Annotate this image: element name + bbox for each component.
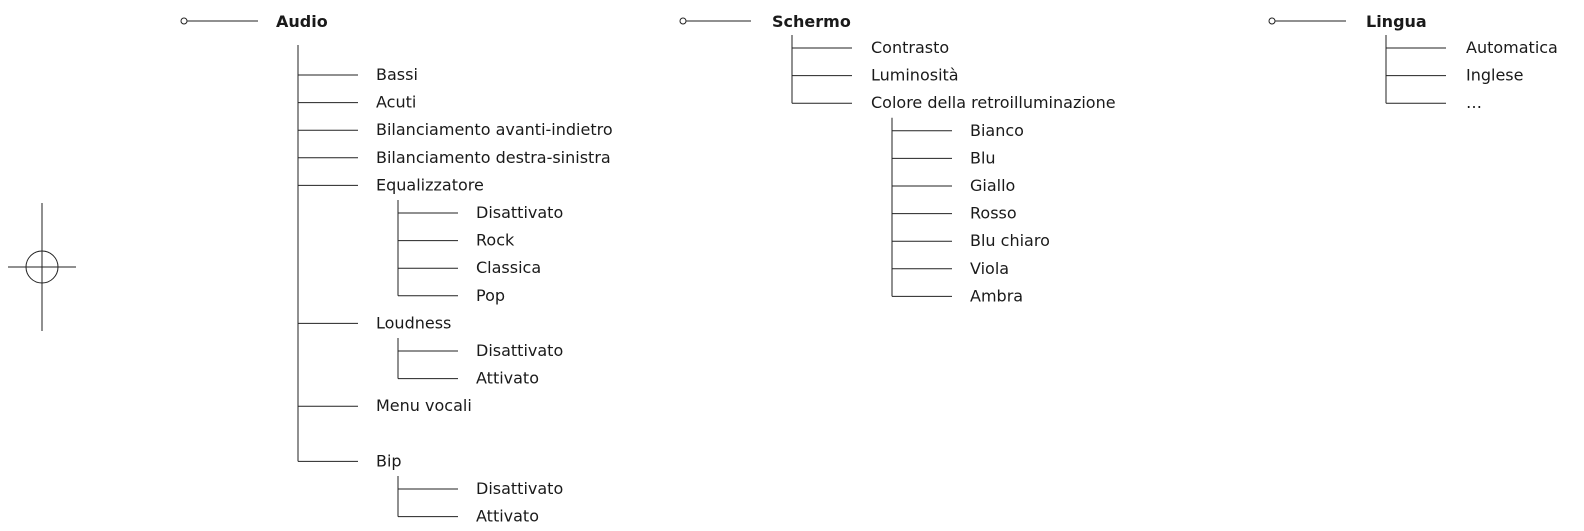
menu-item-label: Bip bbox=[376, 451, 402, 470]
menu-node-icon bbox=[1268, 17, 1276, 25]
submenu-item-label: Blu bbox=[970, 148, 996, 167]
menu-item-label: Acuti bbox=[376, 93, 416, 112]
menu-item-label: Luminosità bbox=[871, 66, 959, 85]
menu-node-icon bbox=[679, 17, 687, 25]
menu-title-audio: Audio bbox=[276, 12, 328, 31]
submenu-item-label: Viola bbox=[970, 259, 1009, 278]
submenu-item-label: Giallo bbox=[970, 176, 1015, 195]
registration-mark-icon bbox=[8, 203, 76, 331]
menu-node-icon bbox=[180, 17, 188, 25]
menu-item-label: Menu vocali bbox=[376, 396, 472, 415]
submenu-item-label: Attivato bbox=[476, 507, 539, 526]
submenu-item-label: Ambra bbox=[970, 286, 1023, 305]
menu-title-lingua: Lingua bbox=[1366, 12, 1427, 31]
menu-item-label: Contrasto bbox=[871, 38, 949, 57]
menu-item-label: Loudness bbox=[376, 313, 451, 332]
menu-title-schermo: Schermo bbox=[772, 12, 851, 31]
menu-item-label: Equalizzatore bbox=[376, 175, 484, 194]
submenu-item-label: Disattivato bbox=[476, 203, 563, 222]
submenu-item-label: Bianco bbox=[970, 121, 1024, 140]
submenu-item-label: Rosso bbox=[970, 204, 1017, 223]
submenu-item-label: Attivato bbox=[476, 369, 539, 388]
menu-item-label: Bassi bbox=[376, 65, 418, 84]
submenu-item-label: Rock bbox=[476, 231, 515, 250]
menu-item-label: Inglese bbox=[1466, 66, 1523, 85]
submenu-item-label: Disattivato bbox=[476, 341, 563, 360]
menu-item-label: Automatica bbox=[1466, 38, 1558, 57]
menu-item-label: Bilanciamento destra-sinistra bbox=[376, 148, 611, 167]
submenu-item-label: Pop bbox=[476, 286, 505, 305]
menu-item-label: Colore della retroilluminazione bbox=[871, 93, 1116, 112]
menu-item-label: Bilanciamento avanti-indietro bbox=[376, 120, 613, 139]
submenu-item-label: Classica bbox=[476, 258, 541, 277]
submenu-item-label: Blu chiaro bbox=[970, 231, 1050, 250]
menu-item-label: … bbox=[1466, 93, 1482, 112]
submenu-item-label: Disattivato bbox=[476, 479, 563, 498]
